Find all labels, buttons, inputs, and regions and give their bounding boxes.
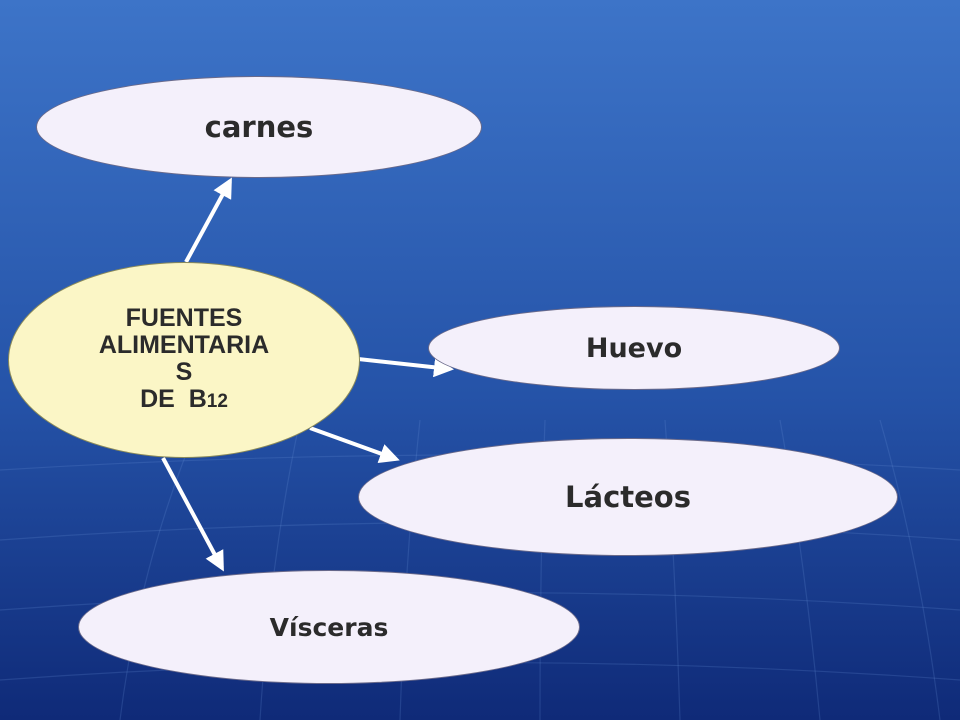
arrow-to-visceras [161, 457, 224, 572]
center-line-1: FUENTES [125, 304, 243, 332]
node-huevo: Huevo [428, 306, 840, 390]
center-line-3: S [175, 358, 193, 386]
arrow-to-carnes [184, 177, 232, 263]
connector-arrows [161, 177, 454, 572]
center-title: FUENTES ALIMENTARIA S DE B12 [99, 305, 269, 415]
arrow-to-lacteos [309, 426, 400, 463]
node-huevo-label: Huevo [585, 332, 683, 364]
center-line-4: DE B12 [99, 386, 269, 415]
node-lacteos: Lácteos [358, 438, 898, 556]
node-carnes-label: carnes [204, 110, 314, 144]
center-line-4-prefix: DE B [140, 385, 207, 413]
node-center: FUENTES ALIMENTARIA S DE B12 [8, 262, 360, 458]
node-lacteos-label: Lácteos [565, 480, 691, 514]
node-visceras: Vísceras [78, 570, 580, 684]
node-carnes: carnes [36, 76, 482, 178]
center-line-4-subscript: 12 [206, 391, 228, 412]
node-visceras-label: Vísceras [269, 612, 389, 642]
center-line-2: ALIMENTARIA [98, 331, 270, 359]
